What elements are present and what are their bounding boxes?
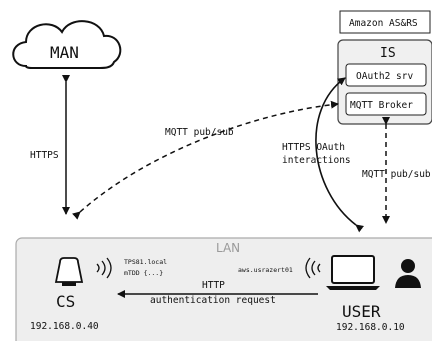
amazon-box [339, 10, 431, 34]
lan-box [15, 237, 432, 341]
cs-label: CS [56, 292, 75, 311]
is-title: IS [380, 46, 396, 61]
cs-net-line2: mTDD {...} [124, 269, 163, 277]
laptop-icon [326, 255, 380, 290]
cs-wifi-icon [96, 257, 112, 279]
oauth-label-line1: HTTPS OAuth [282, 142, 345, 153]
person-icon [395, 259, 421, 288]
mqtt-left-label: MQTT pub/sub [165, 127, 234, 138]
https-label: HTTPS [30, 150, 59, 161]
lan-label: LAN [216, 241, 240, 255]
amazon-label: Amazon AS&RS [349, 18, 418, 29]
mqtt-left-arrow [72, 100, 339, 220]
mqtt-right-label: MQTT pub/sub [362, 169, 431, 180]
auth-request-label: authentication request [150, 295, 276, 306]
user-ip: 192.168.0.10 [336, 322, 405, 333]
cs-ip: 192.168.0.40 [30, 321, 99, 332]
http-label: HTTP [202, 280, 225, 291]
mqtt-broker-label: MQTT Broker [350, 100, 413, 111]
oauth-label-line2: interactions [282, 155, 351, 166]
user-label: USER [342, 302, 381, 321]
cs-net-line1: TPS81.local [124, 258, 167, 266]
oauth-label: OAuth2 srv [356, 71, 413, 82]
user-wifi-icon [305, 257, 321, 279]
oauth-box [345, 63, 427, 87]
cs-device-icon [54, 257, 84, 286]
user-net-label: aws.usrazert01 [238, 266, 293, 274]
man-cloud-shape [12, 20, 122, 69]
oauth-arrow [315, 77, 364, 233]
man-cloud-label: MAN [50, 43, 79, 62]
